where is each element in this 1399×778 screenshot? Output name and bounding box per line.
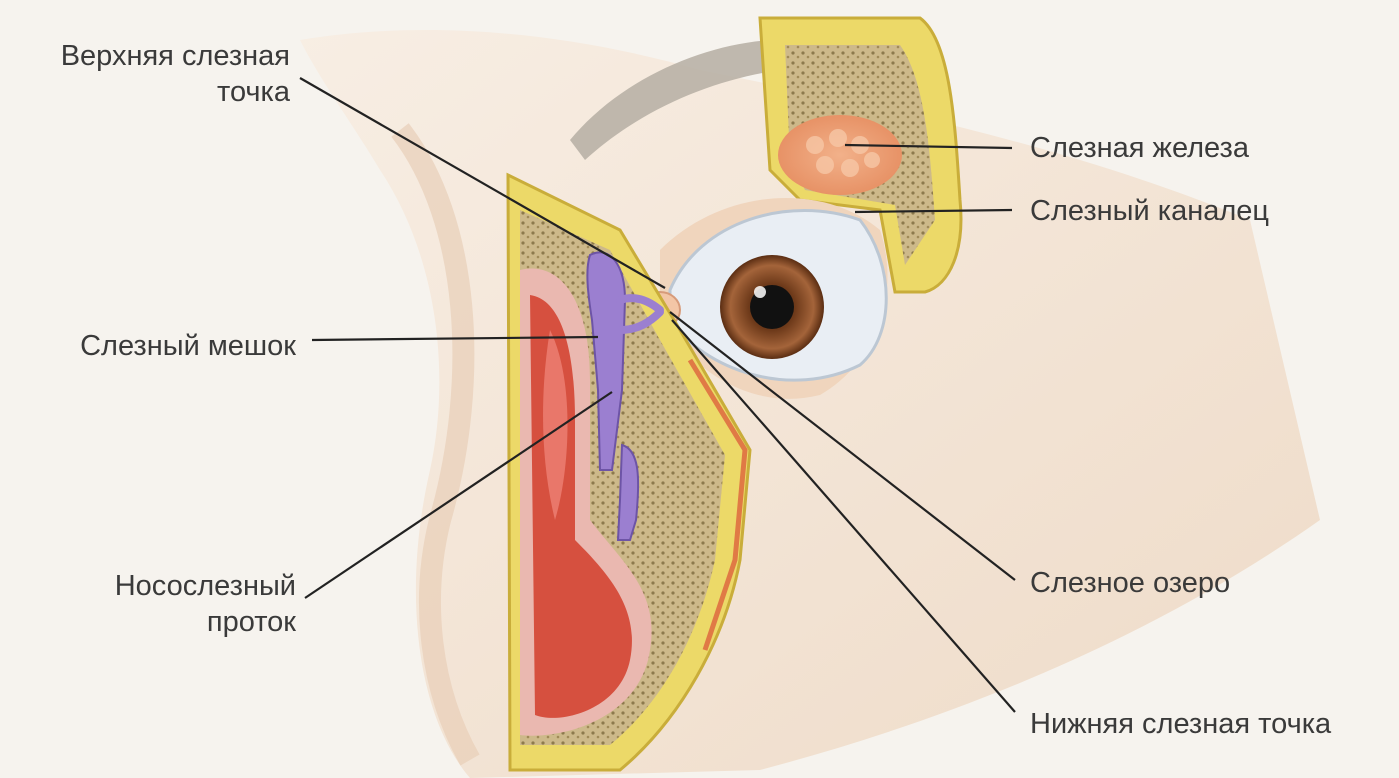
label-lacrimal-lake: Слезное озеро [1030, 565, 1230, 601]
label-nasolacrimal-duct-line1: Носослезный [0, 568, 296, 604]
nasolacrimal-duct [618, 445, 638, 540]
label-upper-punctum: Верхняя слезная точка [0, 38, 290, 110]
eye-highlight [754, 286, 766, 298]
label-upper-punctum-line1: Верхняя слезная [0, 38, 290, 74]
label-lower-punctum: Нижняя слезная точка [1030, 706, 1331, 742]
label-lacrimal-gland: Слезная железа [1030, 130, 1249, 166]
label-lacrimal-lake-text: Слезное озеро [1030, 565, 1230, 601]
label-upper-punctum-line2: точка [0, 74, 290, 110]
label-lower-punctum-text: Нижняя слезная точка [1030, 706, 1331, 742]
label-lacrimal-sac: Слезный мешок [0, 328, 296, 364]
lacrimal-gland-tissue [778, 115, 902, 195]
label-lacrimal-ductule-text: Слезный каналец [1030, 193, 1269, 229]
label-nasolacrimal-duct: Носослезный проток [0, 568, 296, 640]
label-nasolacrimal-duct-line2: проток [0, 604, 296, 640]
label-lacrimal-sac-text: Слезный мешок [0, 328, 296, 364]
label-lacrimal-gland-text: Слезная железа [1030, 130, 1249, 166]
label-lacrimal-ductule: Слезный каналец [1030, 193, 1269, 229]
